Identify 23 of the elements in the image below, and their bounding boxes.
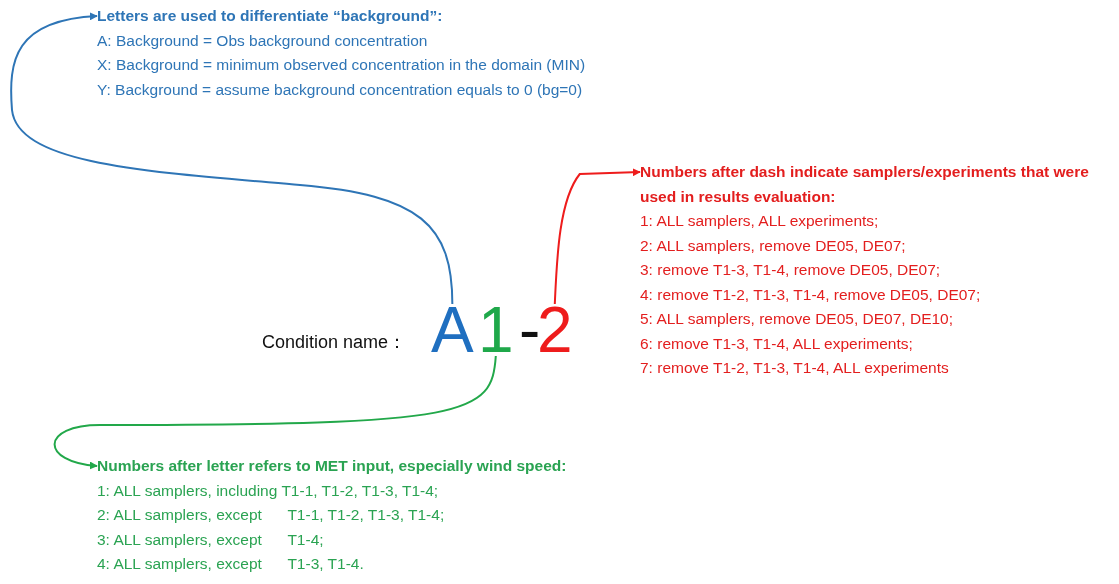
note-line: 5: ALL samplers, remove DE05, DE07, DE10; — [640, 309, 955, 329]
note-heading: Letters are used to differentiate “background”: — [97, 6, 444, 26]
condition-code-character: 1 — [478, 304, 514, 356]
note-line: 6: remove T1-3, T1-4, ALL experiments; — [640, 333, 914, 354]
note-line: 1: ALL samplers, including T1-1, T1-2, T1-3, T1-4; — [97, 480, 440, 501]
condition-name-label: Condition name： — [262, 331, 407, 354]
note-heading: Numbers after letter refers to MET input, especially wind speed: — [97, 456, 568, 476]
curved-arrow — [10, 12, 454, 305]
note-line: A: Background = Obs background concentration — [97, 30, 429, 51]
note-line: 4: remove T1-2, T1-3, T1-4, remove DE05, DE07; — [640, 284, 982, 305]
note-line: 1: ALL samplers, ALL experiments; — [640, 211, 880, 231]
note-line: 2: ALL samplers, remove DE05, DE07; — [640, 235, 907, 256]
note-heading: Numbers after dash indicate samplers/experiments that were used in results evaluation: — [640, 162, 1090, 207]
note-line: 3: remove T1-3, T1-4, remove DE05, DE07; — [640, 260, 942, 280]
curved-arrow — [553, 168, 641, 305]
note-line: X: Background = minimum observed concentration in the domain (MIN) — [97, 55, 587, 75]
note-line: 3: ALL samplers, except T1-4; — [97, 529, 325, 550]
condition-code-character: A — [431, 304, 474, 356]
curved-arrow — [53, 355, 497, 470]
note-line: Y: Background = assume background concentration equals to 0 (bg=0) — [97, 79, 584, 100]
note-line: 7: remove T1-2, T1-3, T1-4, ALL experiments — [640, 358, 950, 378]
note-line: 2: ALL samplers, except T1-1, T1-2, T1-3, T1-4; — [97, 505, 446, 525]
note-line: 4: ALL samplers, except T1-3, T1-4. — [97, 554, 365, 574]
